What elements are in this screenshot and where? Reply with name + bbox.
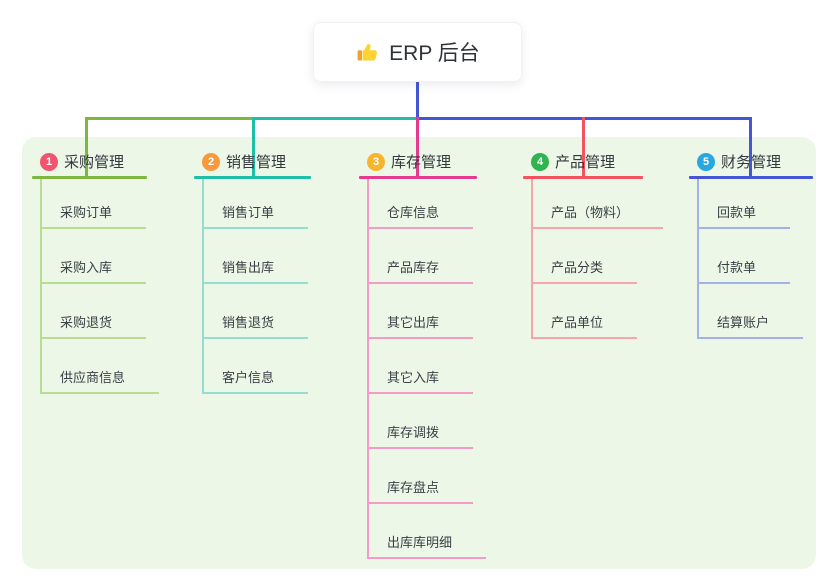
node-item[interactable]: 销售订单 xyxy=(204,179,309,229)
branch-underline xyxy=(194,176,311,179)
connector-root-line xyxy=(416,82,419,118)
branch-label: 销售管理 xyxy=(226,154,287,171)
node-item[interactable]: 采购入库 xyxy=(42,229,147,284)
node-item[interactable]: 产品单位 xyxy=(533,284,638,339)
branch-title-finance[interactable]: 5 财务管理 xyxy=(689,151,813,172)
branch-product: 4 产品管理 产品（物料） 产品分类 产品单位 xyxy=(523,151,664,339)
node-item[interactable]: 出库库明细 xyxy=(369,504,487,559)
node-item[interactable]: 其它出库 xyxy=(369,284,474,339)
connector-drop-purchase xyxy=(85,117,88,178)
branch-label: 产品管理 xyxy=(555,154,616,171)
branch-finance: 5 财务管理 回款单 付款单 结算账户 xyxy=(689,151,813,339)
node-item[interactable]: 客户信息 xyxy=(204,339,309,394)
branch-underline xyxy=(359,176,477,179)
node-item[interactable]: 库存调拨 xyxy=(369,394,474,449)
badge-3: 3 xyxy=(367,152,385,171)
branches-panel xyxy=(22,137,816,569)
badge-4: 4 xyxy=(531,152,549,171)
branch-title-inventory[interactable]: 3 库存管理 xyxy=(359,151,486,172)
connector-bus-segment-2 xyxy=(253,117,418,120)
branch-sales: 2 销售管理 销售订单 销售出库 销售退货 客户信息 xyxy=(194,151,311,394)
connector-bus-segment-1 xyxy=(86,117,254,120)
branch-underline xyxy=(32,176,147,179)
node-item[interactable]: 产品库存 xyxy=(369,229,474,284)
node-item[interactable]: 销售出库 xyxy=(204,229,309,284)
branch-items: 销售订单 销售出库 销售退货 客户信息 xyxy=(202,179,311,394)
root-title: ERP 后台 xyxy=(389,42,480,65)
branch-items: 采购订单 采购入库 采购退货 供应商信息 xyxy=(40,179,160,394)
branch-title-purchase[interactable]: 1 采购管理 xyxy=(32,151,159,172)
node-item[interactable]: 回款单 xyxy=(699,179,791,229)
node-item[interactable]: 销售退货 xyxy=(204,284,309,339)
branch-purchase: 1 采购管理 采购订单 采购入库 采购退货 供应商信息 xyxy=(32,151,160,394)
branch-underline xyxy=(689,176,813,179)
node-item[interactable]: 库存盘点 xyxy=(369,449,474,504)
thumbs-up-icon xyxy=(355,40,379,64)
node-item[interactable]: 产品分类 xyxy=(533,229,638,284)
node-item[interactable]: 产品（物料） xyxy=(533,179,664,229)
root-node[interactable]: ERP 后台 xyxy=(313,22,522,82)
badge-1: 1 xyxy=(40,152,58,171)
connector-drop-sales xyxy=(252,117,255,178)
connector-drop-inventory xyxy=(416,117,419,178)
branch-title-sales[interactable]: 2 销售管理 xyxy=(194,151,311,172)
node-item[interactable]: 供应商信息 xyxy=(42,339,160,394)
branch-label: 财务管理 xyxy=(721,154,782,171)
node-item[interactable]: 采购订单 xyxy=(42,179,147,229)
branch-label: 库存管理 xyxy=(391,154,452,171)
badge-2: 2 xyxy=(202,152,220,171)
node-item[interactable]: 采购退货 xyxy=(42,284,147,339)
node-item[interactable]: 结算账户 xyxy=(699,284,804,339)
branch-label: 采购管理 xyxy=(64,154,125,171)
branch-title-product[interactable]: 4 产品管理 xyxy=(523,151,663,172)
connector-drop-product xyxy=(582,117,585,178)
badge-5: 5 xyxy=(697,152,715,171)
node-item[interactable]: 其它入库 xyxy=(369,339,474,394)
branch-underline xyxy=(523,176,643,179)
branch-inventory: 3 库存管理 仓库信息 产品库存 其它出库 其它入库 库存调拨 库存盘点 出库库… xyxy=(359,151,487,559)
node-item[interactable]: 仓库信息 xyxy=(369,179,474,229)
branch-items: 仓库信息 产品库存 其它出库 其它入库 库存调拨 库存盘点 出库库明细 xyxy=(367,179,487,559)
branch-items: 产品（物料） 产品分类 产品单位 xyxy=(531,179,664,339)
branch-items: 回款单 付款单 结算账户 xyxy=(697,179,813,339)
node-item[interactable]: 付款单 xyxy=(699,229,791,284)
connector-drop-finance xyxy=(749,117,752,178)
